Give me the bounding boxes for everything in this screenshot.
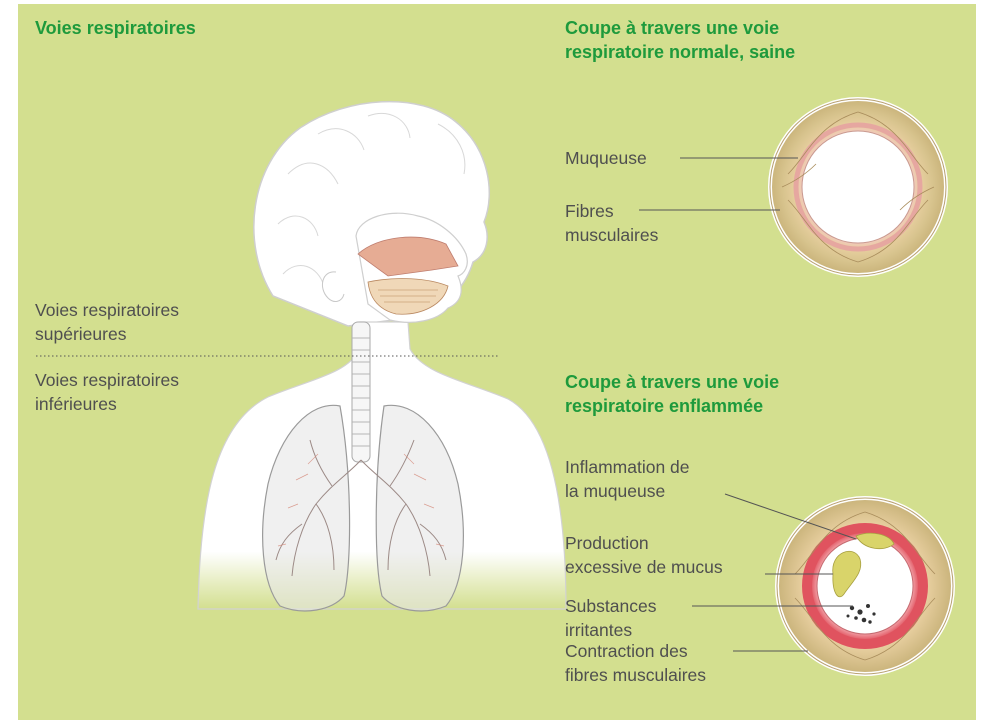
label-substances-irritantes: Substances irritantes xyxy=(565,594,656,642)
healthy-title-line-1: Coupe à travers une voie xyxy=(565,16,795,40)
label-contraction-fibres: Contraction des fibres musculaires xyxy=(565,639,706,687)
label-fibres-line-1: Fibres xyxy=(565,199,658,223)
inflammation-line-2: la muqueuse xyxy=(565,479,690,503)
label-muqueuse: Muqueuse xyxy=(565,146,647,170)
inflammation-line-1: Inflammation de xyxy=(565,455,690,479)
label-fibres-line-2: musculaires xyxy=(565,223,658,247)
trachea xyxy=(352,322,370,462)
left-title: Voies respiratoires xyxy=(35,16,196,40)
contraction-line-1: Contraction des xyxy=(565,639,706,663)
label-inflammation-muqueuse: Inflammation de la muqueuse xyxy=(565,455,690,503)
contraction-line-2: fibres musculaires xyxy=(565,663,706,687)
label-upper-airways: Voies respiratoires supérieures xyxy=(35,298,179,346)
inflamed-section-title: Coupe à travers une voie respiratoire en… xyxy=(565,370,779,418)
healthy-title-line-2: respiratoire normale, saine xyxy=(565,40,795,64)
upper-airways-line-2: supérieures xyxy=(35,322,179,346)
inflamed-title-line-2: respiratoire enflammée xyxy=(565,394,779,418)
lower-airways-line-2: inférieures xyxy=(35,392,179,416)
label-lower-airways: Voies respiratoires inférieures xyxy=(35,368,179,416)
production-line-1: Production xyxy=(565,531,723,555)
inflamed-title-line-1: Coupe à travers une voie xyxy=(565,370,779,394)
inflamed-airway-section xyxy=(777,498,953,674)
diagram-panel: Voies respiratoires Coupe à travers une … xyxy=(18,4,976,720)
healthy-section-title: Coupe à travers une voie respiratoire no… xyxy=(565,16,795,64)
label-fibres-musculaires: Fibres musculaires xyxy=(565,199,658,247)
healthy-airway-section xyxy=(770,99,946,275)
illustration xyxy=(18,4,976,720)
lower-airways-line-1: Voies respiratoires xyxy=(35,368,179,392)
substances-line-1: Substances xyxy=(565,594,656,618)
upper-airways-line-1: Voies respiratoires xyxy=(35,298,179,322)
production-line-2: excessive de mucus xyxy=(565,555,723,579)
label-production-mucus: Production excessive de mucus xyxy=(565,531,723,579)
